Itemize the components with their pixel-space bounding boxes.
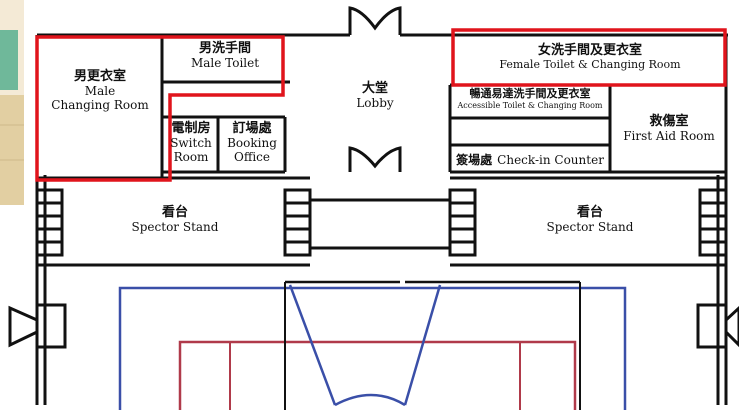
male-changing-zh: 男更衣室 bbox=[73, 69, 126, 84]
male-changing-en-line1: Male bbox=[84, 83, 116, 98]
first-aid-room-label: 救傷室 First Aid Room bbox=[615, 114, 723, 144]
booking-office-en-line2: Office bbox=[233, 149, 271, 164]
right-stand-en: Spector Stand bbox=[546, 219, 634, 234]
booking-office-label: 訂場處 Booking Office bbox=[221, 121, 283, 165]
first-aid-en: First Aid Room bbox=[623, 128, 715, 143]
lobby-zh: 大堂 bbox=[361, 81, 388, 96]
switch-room-zh: 電制房 bbox=[171, 121, 211, 136]
lobby-en: Lobby bbox=[356, 95, 394, 110]
highlight-outlines bbox=[35, 28, 727, 182]
male-changing-room-label: 男更衣室 Male Changing Room bbox=[50, 69, 150, 113]
female-toilet-zh: 女洗手間及更衣室 bbox=[537, 43, 642, 58]
left-stand-zh: 看台 bbox=[161, 205, 188, 220]
male-toilet-label: 男洗手間 Male Toilet bbox=[170, 41, 280, 71]
accessible-toilet-label: 暢通易達洗手間及更衣室 Accessible Toilet & Changing… bbox=[451, 87, 609, 110]
male-toilet-zh: 男洗手間 bbox=[198, 41, 251, 56]
male-toilet-en: Male Toilet bbox=[190, 55, 260, 70]
lobby-label: 大堂 Lobby bbox=[335, 81, 415, 111]
booking-office-zh: 訂場處 bbox=[232, 121, 272, 136]
right-stand-zh: 看台 bbox=[576, 205, 603, 220]
checkin-en: Check-in Counter bbox=[497, 153, 604, 167]
switch-room-en-line1: Switch bbox=[170, 135, 212, 150]
door-symbols bbox=[8, 6, 739, 349]
booking-office-en-line1: Booking bbox=[227, 135, 277, 150]
right-stand-label: 看台 Spector Stand bbox=[525, 205, 655, 235]
stair-blocks bbox=[35, 188, 728, 257]
accessible-toilet-zh: 暢通易達洗手間及更衣室 bbox=[469, 87, 591, 100]
switch-room-label: 電制房 Switch Room bbox=[164, 121, 218, 165]
photo-strip bbox=[0, 0, 24, 205]
checkin-zh: 簽場處 bbox=[456, 153, 493, 167]
female-toilet-label: 女洗手間及更衣室 Female Toilet & Changing Room bbox=[470, 43, 710, 72]
male-changing-en-line2: Changing Room bbox=[51, 97, 149, 112]
accessible-toilet-en: Accessible Toilet & Changing Room bbox=[457, 100, 603, 110]
first-aid-zh: 救傷室 bbox=[649, 114, 689, 129]
female-toilet-en: Female Toilet & Changing Room bbox=[499, 57, 681, 71]
left-stand-en: Spector Stand bbox=[131, 219, 219, 234]
court-lines bbox=[118, 280, 627, 414]
checkin-counter-label: 簽場處 Check-in Counter bbox=[452, 150, 608, 168]
switch-room-en-line2: Room bbox=[173, 149, 209, 164]
left-stand-label: 看台 Spector Stand bbox=[110, 205, 240, 235]
